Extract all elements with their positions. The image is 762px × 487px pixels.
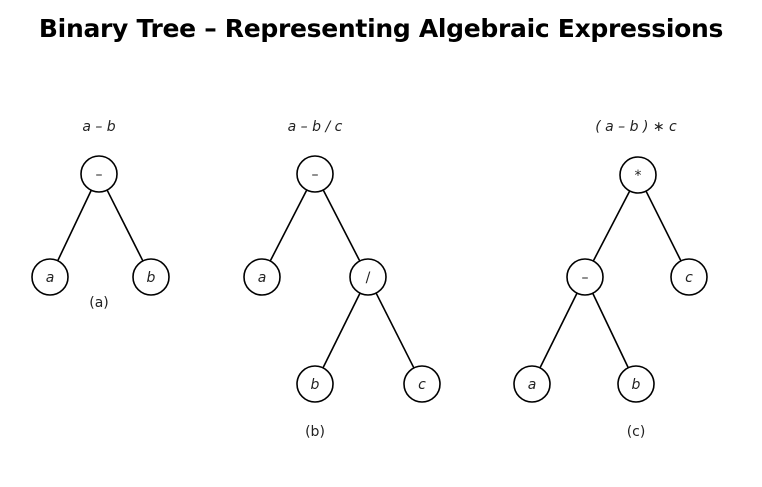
tree-node-b: b xyxy=(132,258,170,296)
node-label: b xyxy=(311,377,320,393)
node-circle xyxy=(349,258,387,296)
node-label: c xyxy=(418,377,426,393)
tree-node-a: a xyxy=(243,258,281,296)
node-circle xyxy=(80,155,118,193)
node-label: – xyxy=(312,167,319,183)
node-label: / xyxy=(366,270,371,286)
tree-caption: (c) xyxy=(627,424,646,440)
node-circle xyxy=(566,258,604,296)
tree-expression: a – b xyxy=(82,119,115,135)
node-label: c xyxy=(685,270,693,286)
tree-node-root: – xyxy=(296,155,334,193)
tree-node-b: b xyxy=(617,365,655,403)
tree-edge xyxy=(322,292,361,369)
tree-edge xyxy=(539,292,578,369)
tree-edge xyxy=(106,189,144,262)
node-circle xyxy=(670,258,708,296)
node-label: b xyxy=(632,377,641,393)
tree-edge xyxy=(322,189,361,262)
node-label: – xyxy=(96,167,103,183)
node-label: a xyxy=(528,377,537,393)
tree-node-root: * xyxy=(619,156,657,194)
node-circle xyxy=(132,258,170,296)
node-circle xyxy=(619,156,657,194)
tree-node-b: b xyxy=(296,365,334,403)
tree-edge xyxy=(375,292,415,369)
node-label: – xyxy=(582,270,589,286)
tree-node-minus: – xyxy=(566,258,604,296)
tree-node-c: c xyxy=(670,258,708,296)
tree-edge xyxy=(592,292,629,369)
tree-expression: a – b / c xyxy=(288,119,343,135)
tree-edge xyxy=(592,190,631,262)
expression-tree-3: ( a – b ) ∗ c * – c a b (c) xyxy=(513,119,708,440)
tree-edge xyxy=(269,189,308,262)
node-circle xyxy=(617,365,655,403)
node-label: a xyxy=(258,270,267,286)
node-circle xyxy=(243,258,281,296)
node-label: b xyxy=(147,270,156,286)
tree-expression: ( a – b ) ∗ c xyxy=(595,119,677,135)
node-label: a xyxy=(46,270,55,286)
tree-node-a: a xyxy=(31,258,69,296)
page-title: Binary Tree – Representing Algebraic Exp… xyxy=(38,14,724,43)
tree-edge xyxy=(645,190,682,262)
tree-node-c: c xyxy=(403,365,441,403)
tree-node-div: / xyxy=(349,258,387,296)
tree-node-a: a xyxy=(513,365,551,403)
tree-caption: (b) xyxy=(305,424,325,440)
node-label: * xyxy=(635,168,642,184)
expression-tree-1: a – b – a b (a) xyxy=(31,119,170,311)
node-circle xyxy=(296,155,334,193)
node-circle xyxy=(403,365,441,403)
expression-tree-2: a – b / c – a / b c (b) xyxy=(243,119,441,440)
node-circle xyxy=(31,258,69,296)
tree-edge xyxy=(57,189,92,262)
node-circle xyxy=(296,365,334,403)
tree-node-root: – xyxy=(80,155,118,193)
tree-caption: (a) xyxy=(89,295,109,311)
node-circle xyxy=(513,365,551,403)
